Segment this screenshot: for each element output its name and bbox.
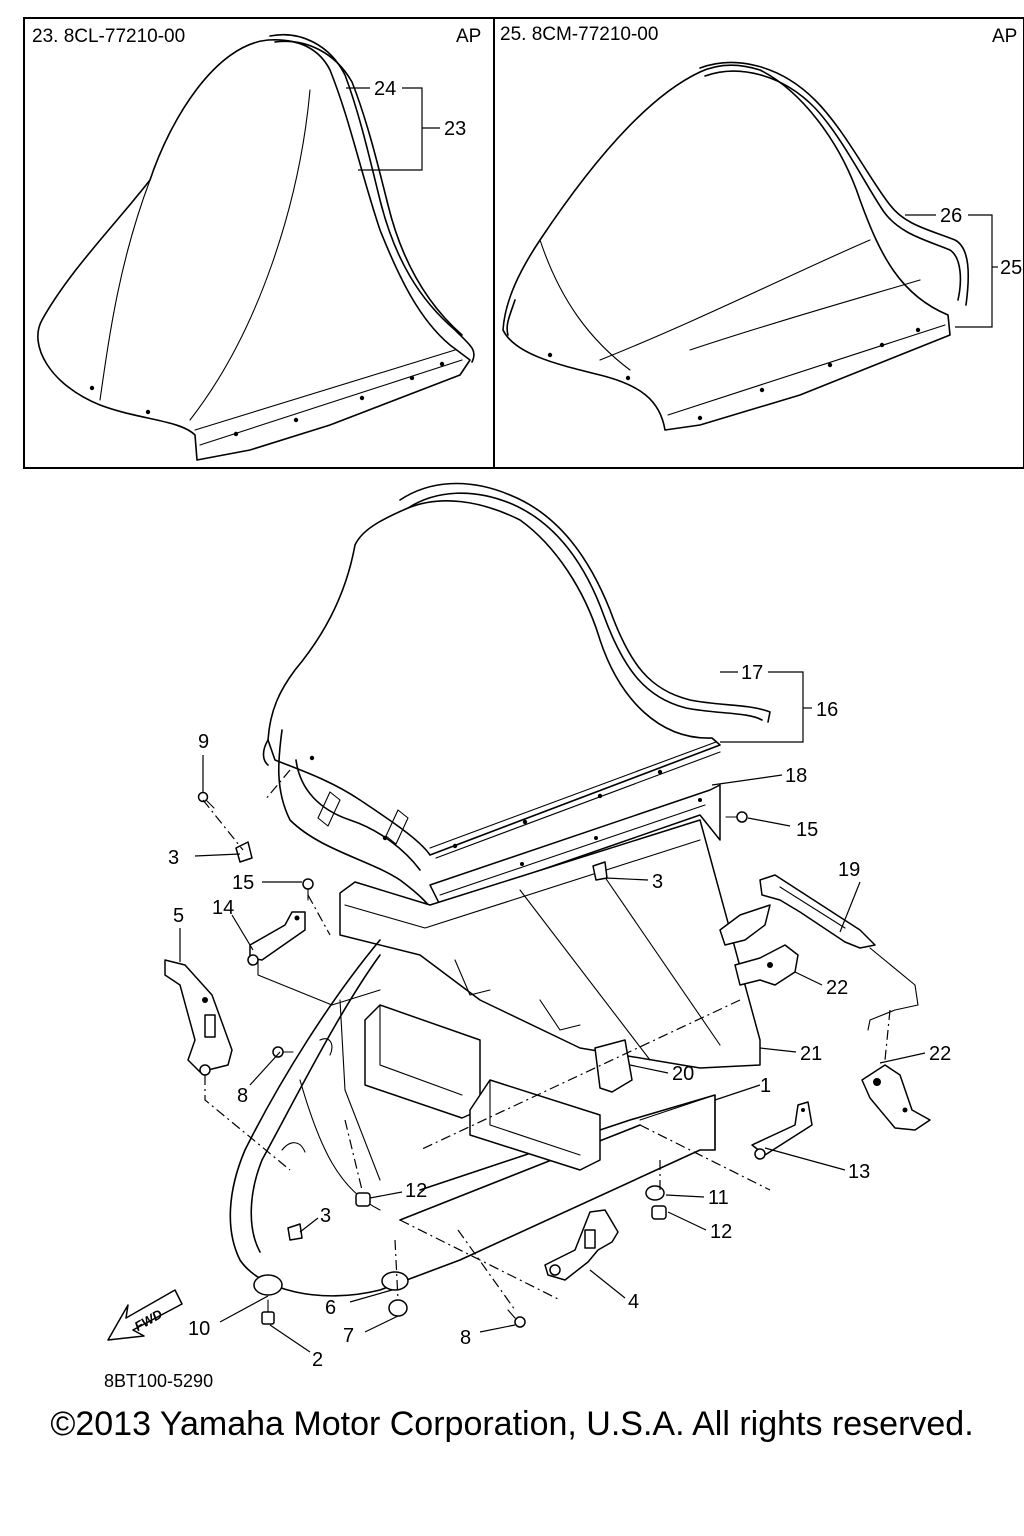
part-20-drawing xyxy=(594,1039,633,1093)
callout-8-left: 8 xyxy=(237,1085,248,1107)
callout-leaders xyxy=(179,671,926,1353)
callout-10: 10 xyxy=(188,1318,210,1340)
inset-right-frame xyxy=(493,17,1024,469)
inset-right: 25. 8CM-77210-00 AP 26 25 xyxy=(493,17,1024,469)
inset-left-region: AP xyxy=(456,26,481,47)
callout-3-upper-left: 3 xyxy=(168,847,179,869)
callout-19: 19 xyxy=(838,859,860,881)
callout-18: 18 xyxy=(785,765,807,787)
callout-8-bottom: 8 xyxy=(460,1327,471,1349)
main-assembly: FWD 1 2 3 3 3 4 5 6 7 8 8 9 10 11 12 12 … xyxy=(104,482,951,1391)
callout-21: 21 xyxy=(800,1043,822,1065)
callout-12-right: 12 xyxy=(710,1221,732,1243)
bracket-19-drawing xyxy=(719,874,919,1031)
callout-4: 4 xyxy=(628,1291,639,1313)
fwd-arrow: FWD xyxy=(107,1289,183,1341)
callout-14: 14 xyxy=(212,897,234,919)
bracket-13-drawing xyxy=(751,1101,813,1156)
inset-right-region: AP xyxy=(992,26,1017,47)
diagram-code: 8BT100-5290 xyxy=(104,1371,213,1391)
callout-9: 9 xyxy=(198,731,209,753)
callout-5: 5 xyxy=(173,905,184,927)
callout-13: 13 xyxy=(848,1161,870,1183)
bracket-22a-drawing xyxy=(734,944,799,986)
callout-23: 23 xyxy=(444,118,466,140)
bracket-5-drawing xyxy=(164,959,233,1073)
bracket-22b-drawing xyxy=(861,1064,931,1131)
callout-numbers: 1 2 3 3 3 4 5 6 7 8 8 9 10 11 12 12 13 1… xyxy=(168,662,951,1371)
inset-left-frame xyxy=(23,17,495,469)
callout-17: 17 xyxy=(741,662,763,684)
callout-22-upper: 22 xyxy=(826,977,848,999)
control-units-drawing xyxy=(364,1004,601,1171)
inset-left: 23. 8CL-77210-00 AP 24 23 xyxy=(23,17,495,469)
windshield-23-drawing xyxy=(37,34,475,461)
callout-26: 26 xyxy=(940,205,962,227)
windshield-25-drawing xyxy=(502,61,970,431)
callout-12-left: 12 xyxy=(405,1180,427,1202)
callout-3-lower: 3 xyxy=(320,1205,331,1227)
inset-left-header: 23. 8CL-77210-00 xyxy=(32,26,185,47)
lower-cowl-1-drawing xyxy=(229,939,716,1297)
bracket-4-drawing xyxy=(544,1209,619,1281)
callout-20: 20 xyxy=(672,1063,694,1085)
callout-25: 25 xyxy=(1000,257,1022,279)
callout-6: 6 xyxy=(325,1297,336,1319)
callout-16: 16 xyxy=(816,699,838,721)
callout-15-left: 15 xyxy=(232,872,254,894)
callout-11: 11 xyxy=(708,1187,729,1209)
windshield-16-drawing xyxy=(262,482,771,859)
callout-7: 7 xyxy=(343,1325,354,1347)
callout-3-center: 3 xyxy=(652,871,663,893)
callout-24: 24 xyxy=(374,78,396,100)
copyright-notice: ©2013 Yamaha Motor Corporation, U.S.A. A… xyxy=(50,1405,974,1443)
assembly-lines xyxy=(202,769,891,1311)
callout-22-lower: 22 xyxy=(929,1043,951,1065)
callout-2: 2 xyxy=(312,1349,323,1371)
callout-1: 1 xyxy=(760,1075,771,1097)
callout-15-right: 15 xyxy=(796,819,818,841)
inset-right-header: 25. 8CM-77210-00 xyxy=(500,24,658,45)
duct-21-drawing xyxy=(339,819,761,1069)
cowl-inner-panel xyxy=(277,729,441,916)
